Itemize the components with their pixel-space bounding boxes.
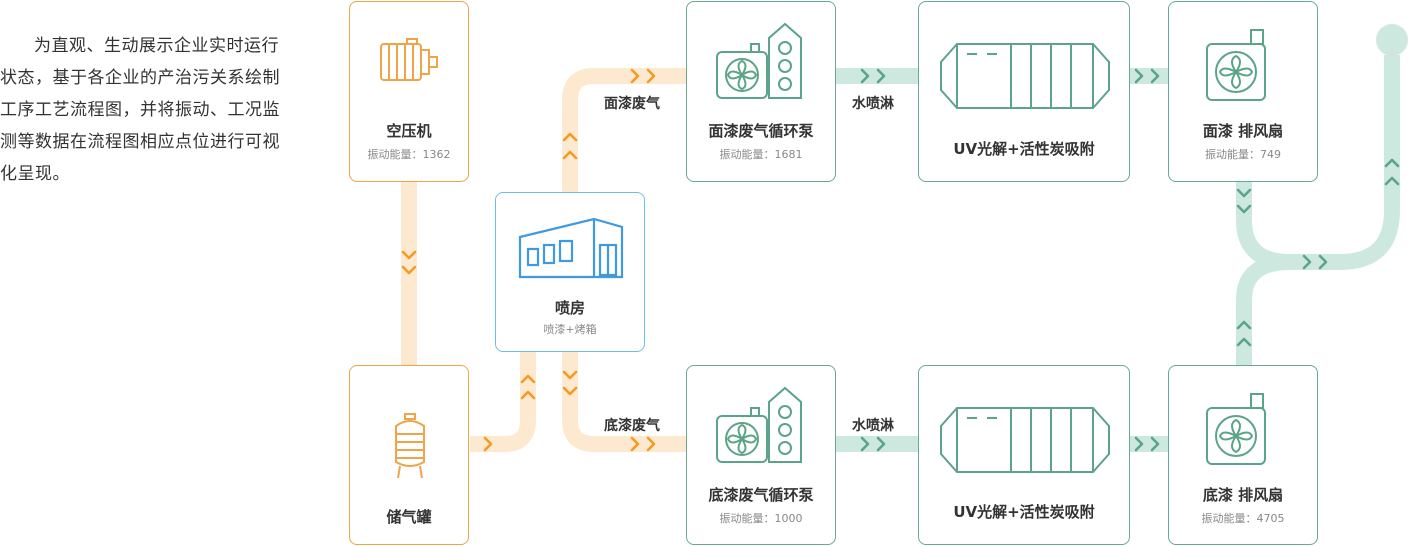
uv-filter-icon xyxy=(940,407,1110,473)
node-title: 底漆 排风扇 xyxy=(1202,486,1284,504)
flow-label-bottom-water: 水喷淋 xyxy=(852,418,894,434)
pipe-tank-booth xyxy=(470,352,536,452)
spray-booth-icon xyxy=(518,217,624,279)
pipe-bottom-fan-junction xyxy=(1236,254,1291,365)
exhaust-fan-icon xyxy=(1206,393,1266,465)
node-metric: 振动能量：1362 xyxy=(367,148,451,161)
node-title: UV光解+活性炭吸附 xyxy=(953,140,1095,158)
node-top-fan[interactable]: 面漆 排风扇 振动能量：749 xyxy=(1168,1,1318,182)
uv-filter-icon xyxy=(940,43,1110,109)
vibration-value: 4705 xyxy=(1256,512,1285,525)
node-bottom-pump[interactable]: 底漆废气循环泵 振动能量：1000 xyxy=(686,365,836,545)
description-text: 为直观、生动展示企业实时运行状态，基于各企业的产治污关系绘制工序工艺流程图，并将… xyxy=(0,36,280,184)
pipe-top-fan-junction xyxy=(1236,55,1400,270)
pipe-booth-bottom xyxy=(562,352,688,452)
fan-pump-icon xyxy=(716,22,802,99)
node-metric: 振动能量：1000 xyxy=(719,512,803,525)
node-tank[interactable]: 储气罐 xyxy=(349,365,469,545)
vibration-value: 749 xyxy=(1260,148,1281,161)
node-metric: 振动能量：749 xyxy=(1205,148,1281,161)
tank-icon xyxy=(395,413,425,479)
node-compressor[interactable]: 空压机 振动能量：1362 xyxy=(349,1,469,182)
node-metric: 振动能量：4705 xyxy=(1201,512,1285,525)
node-title: 底漆废气循环泵 xyxy=(708,486,814,504)
node-title: 面漆 排风扇 xyxy=(1202,122,1284,140)
flow-label-bottom-exhaust: 底漆废气 xyxy=(604,418,660,434)
node-title: 面漆废气循环泵 xyxy=(708,122,814,140)
vibration-value: 1681 xyxy=(774,148,803,161)
node-subtitle: 喷漆+烤箱 xyxy=(543,323,597,336)
node-spray-booth[interactable]: 喷房 喷漆+烤箱 xyxy=(495,192,645,352)
node-title: 空压机 xyxy=(386,122,432,140)
node-bottom-uv[interactable]: UV光解+活性炭吸附 xyxy=(918,365,1130,545)
flow-label-top-exhaust: 面漆废气 xyxy=(604,96,660,112)
node-metric: 振动能量：1681 xyxy=(719,148,803,161)
motor-icon xyxy=(380,38,438,81)
node-top-uv[interactable]: UV光解+活性炭吸附 xyxy=(918,1,1130,182)
pipe-booth-top xyxy=(562,68,688,192)
node-title: 储气罐 xyxy=(386,508,432,526)
node-title: UV光解+活性炭吸附 xyxy=(953,503,1095,521)
node-bottom-fan[interactable]: 底漆 排风扇 振动能量：4705 xyxy=(1168,365,1318,545)
fan-pump-icon xyxy=(716,386,802,463)
stack-top xyxy=(1376,24,1408,56)
node-top-pump[interactable]: 面漆废气循环泵 振动能量：1681 xyxy=(686,1,836,182)
node-title: 喷房 xyxy=(554,299,585,317)
vibration-value: 1362 xyxy=(422,148,451,161)
flow-label-top-water: 水喷淋 xyxy=(852,96,894,112)
vibration-value: 1000 xyxy=(774,512,803,525)
exhaust-fan-icon xyxy=(1206,29,1266,101)
